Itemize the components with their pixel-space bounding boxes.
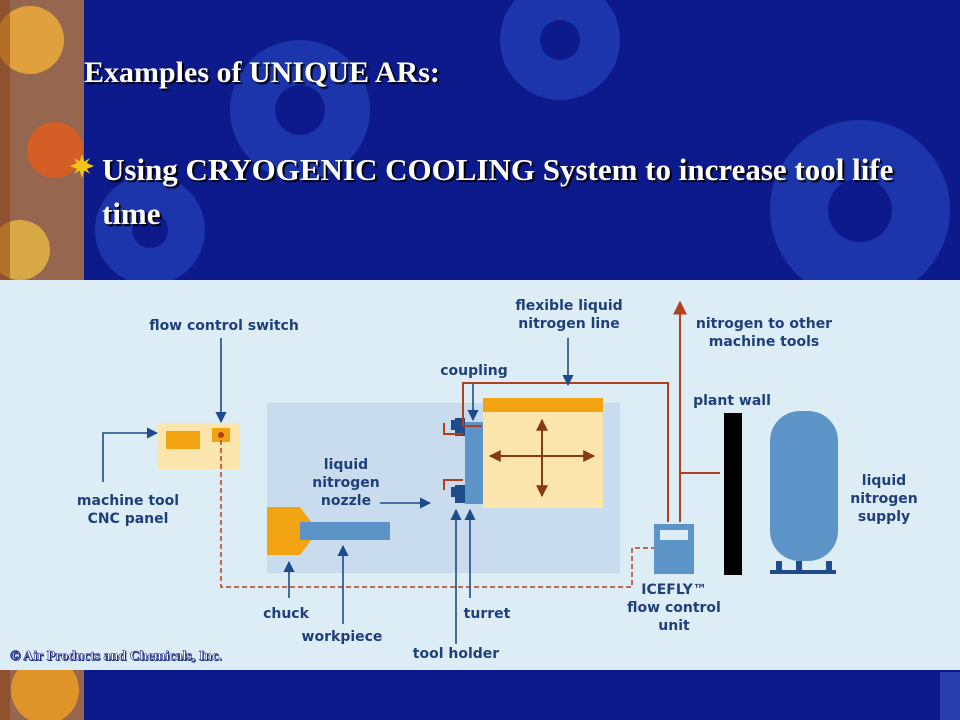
icefly-flow-control-unit bbox=[654, 524, 694, 574]
label-workpiece: workpiece bbox=[302, 629, 383, 645]
control-signal-line bbox=[220, 440, 655, 588]
label-supply-1: liquid bbox=[862, 473, 906, 489]
label-flow-control-switch: flow control switch bbox=[149, 318, 299, 334]
cryogenic-cooling-diagram: flow control switch flexible liquid nitr… bbox=[0, 280, 960, 670]
tool-carriage bbox=[483, 398, 603, 508]
label-plant-wall: plant wall bbox=[693, 393, 771, 409]
copyright-notice: © Air Products and Chemicals, Inc. bbox=[10, 649, 222, 665]
liquid-nitrogen-tank bbox=[770, 411, 838, 574]
label-nozzle-1: liquid bbox=[324, 457, 368, 473]
label-icefly-2: flow control bbox=[627, 600, 721, 616]
label-nitrogen-other-2: machine tools bbox=[709, 334, 820, 350]
plant-wall bbox=[724, 413, 742, 575]
bullet-text: Using CRYOGENIC COOLING System to increa… bbox=[102, 152, 894, 231]
cnc-panel-arrow bbox=[102, 427, 159, 482]
starburst-bullet-icon bbox=[70, 154, 94, 178]
label-cnc-2: CNC panel bbox=[88, 511, 169, 527]
label-supply-3: supply bbox=[858, 509, 910, 525]
label-flexible-line-2: nitrogen line bbox=[518, 316, 619, 332]
chuck bbox=[267, 507, 318, 555]
turret bbox=[451, 418, 483, 504]
label-supply-2: nitrogen bbox=[850, 491, 917, 507]
label-nozzle-2: nitrogen bbox=[312, 475, 379, 491]
label-coupling: coupling bbox=[440, 363, 508, 379]
label-nozzle-3: nozzle bbox=[321, 493, 371, 509]
slide-title: Examples of UNIQUE ARs: bbox=[84, 56, 440, 89]
label-nitrogen-other-1: nitrogen to other bbox=[696, 316, 832, 332]
label-flexible-line-1: flexible liquid bbox=[515, 298, 622, 314]
label-tool-holder: tool holder bbox=[413, 646, 500, 662]
label-chuck: chuck bbox=[263, 606, 310, 622]
label-icefly-1: ICEFLY™ bbox=[641, 582, 707, 598]
workpiece bbox=[300, 522, 390, 540]
cnc-panel bbox=[158, 423, 240, 469]
label-cnc-1: machine tool bbox=[77, 493, 179, 509]
label-icefly-3: unit bbox=[658, 618, 690, 634]
label-turret: turret bbox=[464, 606, 511, 622]
